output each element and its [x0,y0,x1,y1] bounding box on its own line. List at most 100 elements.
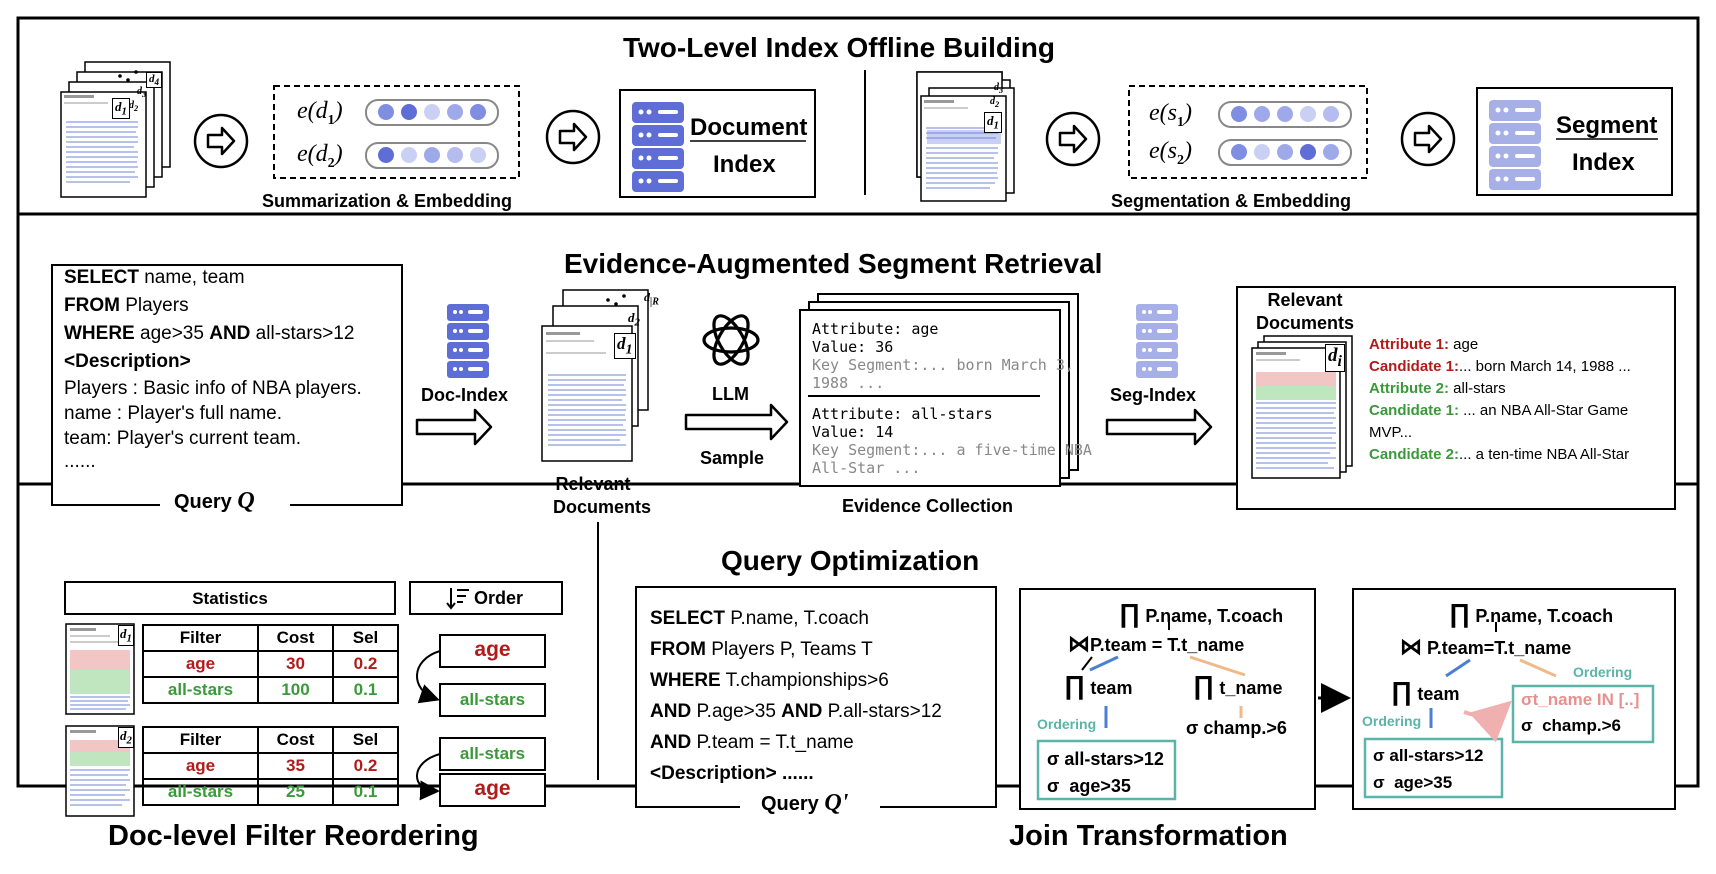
doc-tag: d1 [118,625,134,646]
embedding-vector [1218,139,1352,166]
doc-tag: d3 [137,86,147,99]
query-optimized-box [635,586,997,808]
evidence-cards [799,293,1079,487]
query-text: SELECT name, team FROM Players WHERE age… [64,267,362,472]
projection-left: ∏ team [1391,676,1460,706]
sample-label: Sample [700,448,765,468]
embedding-vector [1218,101,1352,128]
seg-embedding-box [1128,85,1368,179]
reorder-title: Doc-level Filter Reordering [108,820,479,852]
database-icon [632,102,684,192]
step-arrow-circle [193,113,249,169]
flow-arrow [1105,408,1213,446]
order-item: all-stars [459,690,526,709]
database-icon [1489,100,1541,190]
query2-label: Query Q' [761,790,849,816]
relevant-docs-stack [541,289,649,462]
in-predicate: σt_name IN [..] [1521,690,1640,709]
segment-index-subtitle: Index [1572,149,1635,176]
query-box [51,264,403,506]
projection-node: ∏ P.name, T.coach [1449,598,1614,628]
embedding-label: e(d2) [297,141,343,171]
selection-node: σ champ.>6 [1521,716,1621,735]
order-label: Order [474,588,524,608]
join-node: ⋈ P.team=T.t_name [1400,634,1572,659]
pushed-filter-box [1511,684,1655,744]
segmentation-label: Segmentation & Embedding [1111,191,1352,211]
doc-tag: d2 [628,310,640,329]
mini-doc [65,725,135,817]
pushdown-arrow [1463,700,1512,743]
order-box [439,634,546,668]
order-item: age [474,638,511,661]
seg-index-label: Seg-Index [1110,385,1197,405]
order-item: all-stars [459,744,526,763]
order-arrow [416,753,441,801]
section-title: Query Optimization [721,545,980,576]
step-arrow-circle [545,109,601,165]
llm-label: LLM [712,384,749,404]
order-item: age [474,777,511,800]
order-header [409,581,563,615]
doc-index-label: Doc-Index [421,385,509,405]
plan-edge-orange [1189,655,1246,677]
section-title: Evidence-Augmented Segment Retrieval [564,248,1103,279]
statistics-label: Statistics [192,589,268,608]
document-stack-left [60,61,171,198]
query2-label-mask [740,790,880,820]
order-box [439,737,546,771]
candidate-list: Attribute 1: age Candidate 1:... born Ma… [1369,336,1631,463]
statistics-header [64,581,396,615]
doc-tag: d3 [994,82,1004,95]
plan-edge-blue [1089,655,1119,672]
doc-tag: d2 [129,100,139,113]
doc-tag: d2 [118,727,134,748]
join-transformation-title: Join Transformation [1009,820,1288,852]
projection-right: ∏ t_name [1193,670,1283,700]
order-arrow [416,650,441,704]
evidence-card-1: Attribute: age Value: 36 Key Segment:...… [812,320,1074,392]
summarization-label: Summarization & Embedding [262,191,513,211]
flow-arrow [684,403,789,441]
ordering-label: Ordering [1573,664,1633,680]
optimized-query-text: SELECT P.name, T.coach FROM Players P, T… [650,608,942,784]
order-box [439,683,546,717]
document-index-title: Document [690,114,808,141]
embedding-label: e(s1) [1149,100,1192,130]
filter-group-box [1363,737,1504,799]
ordering-label: Ordering [1362,713,1422,729]
llm-icon [702,314,760,366]
sort-icon [446,588,469,610]
flow-arrow [415,408,493,446]
segment-index-title: Segment [1556,112,1658,139]
query-label: Query Q [174,488,255,514]
filter-list: σ all-stars>12 σ age>35 [1373,746,1484,792]
document-index-subtitle: Index [713,151,776,178]
join-node: ⋈P.team = T.t_name [1068,631,1245,656]
embedding-vector [365,99,499,126]
ordering-label: Ordering [1037,716,1097,732]
embedding-label: e(d1) [297,98,343,128]
document-stack-right [916,71,1015,202]
embedding-vector [365,142,499,169]
projection-left: ∏ team [1064,670,1133,700]
projection-node: ∏ P.name, T.coach [1119,598,1284,628]
doc-tag: d1 [984,112,1002,133]
step-arrow-circle [1045,111,1101,167]
doc-tag: d1 [614,333,636,360]
doc-tag: d1 [112,98,130,119]
doc-tag: d2 [990,96,1000,109]
filter-group-box [1036,739,1177,801]
doc-tag: di [1325,344,1345,372]
doc-tag: d4 [146,72,163,89]
selection-node: σ champ.>6 [1186,718,1287,738]
query-label-mask [160,488,290,518]
embedding-label: e(s2) [1149,138,1192,168]
step-arrow-circle [1400,111,1456,167]
database-icon [447,304,489,378]
